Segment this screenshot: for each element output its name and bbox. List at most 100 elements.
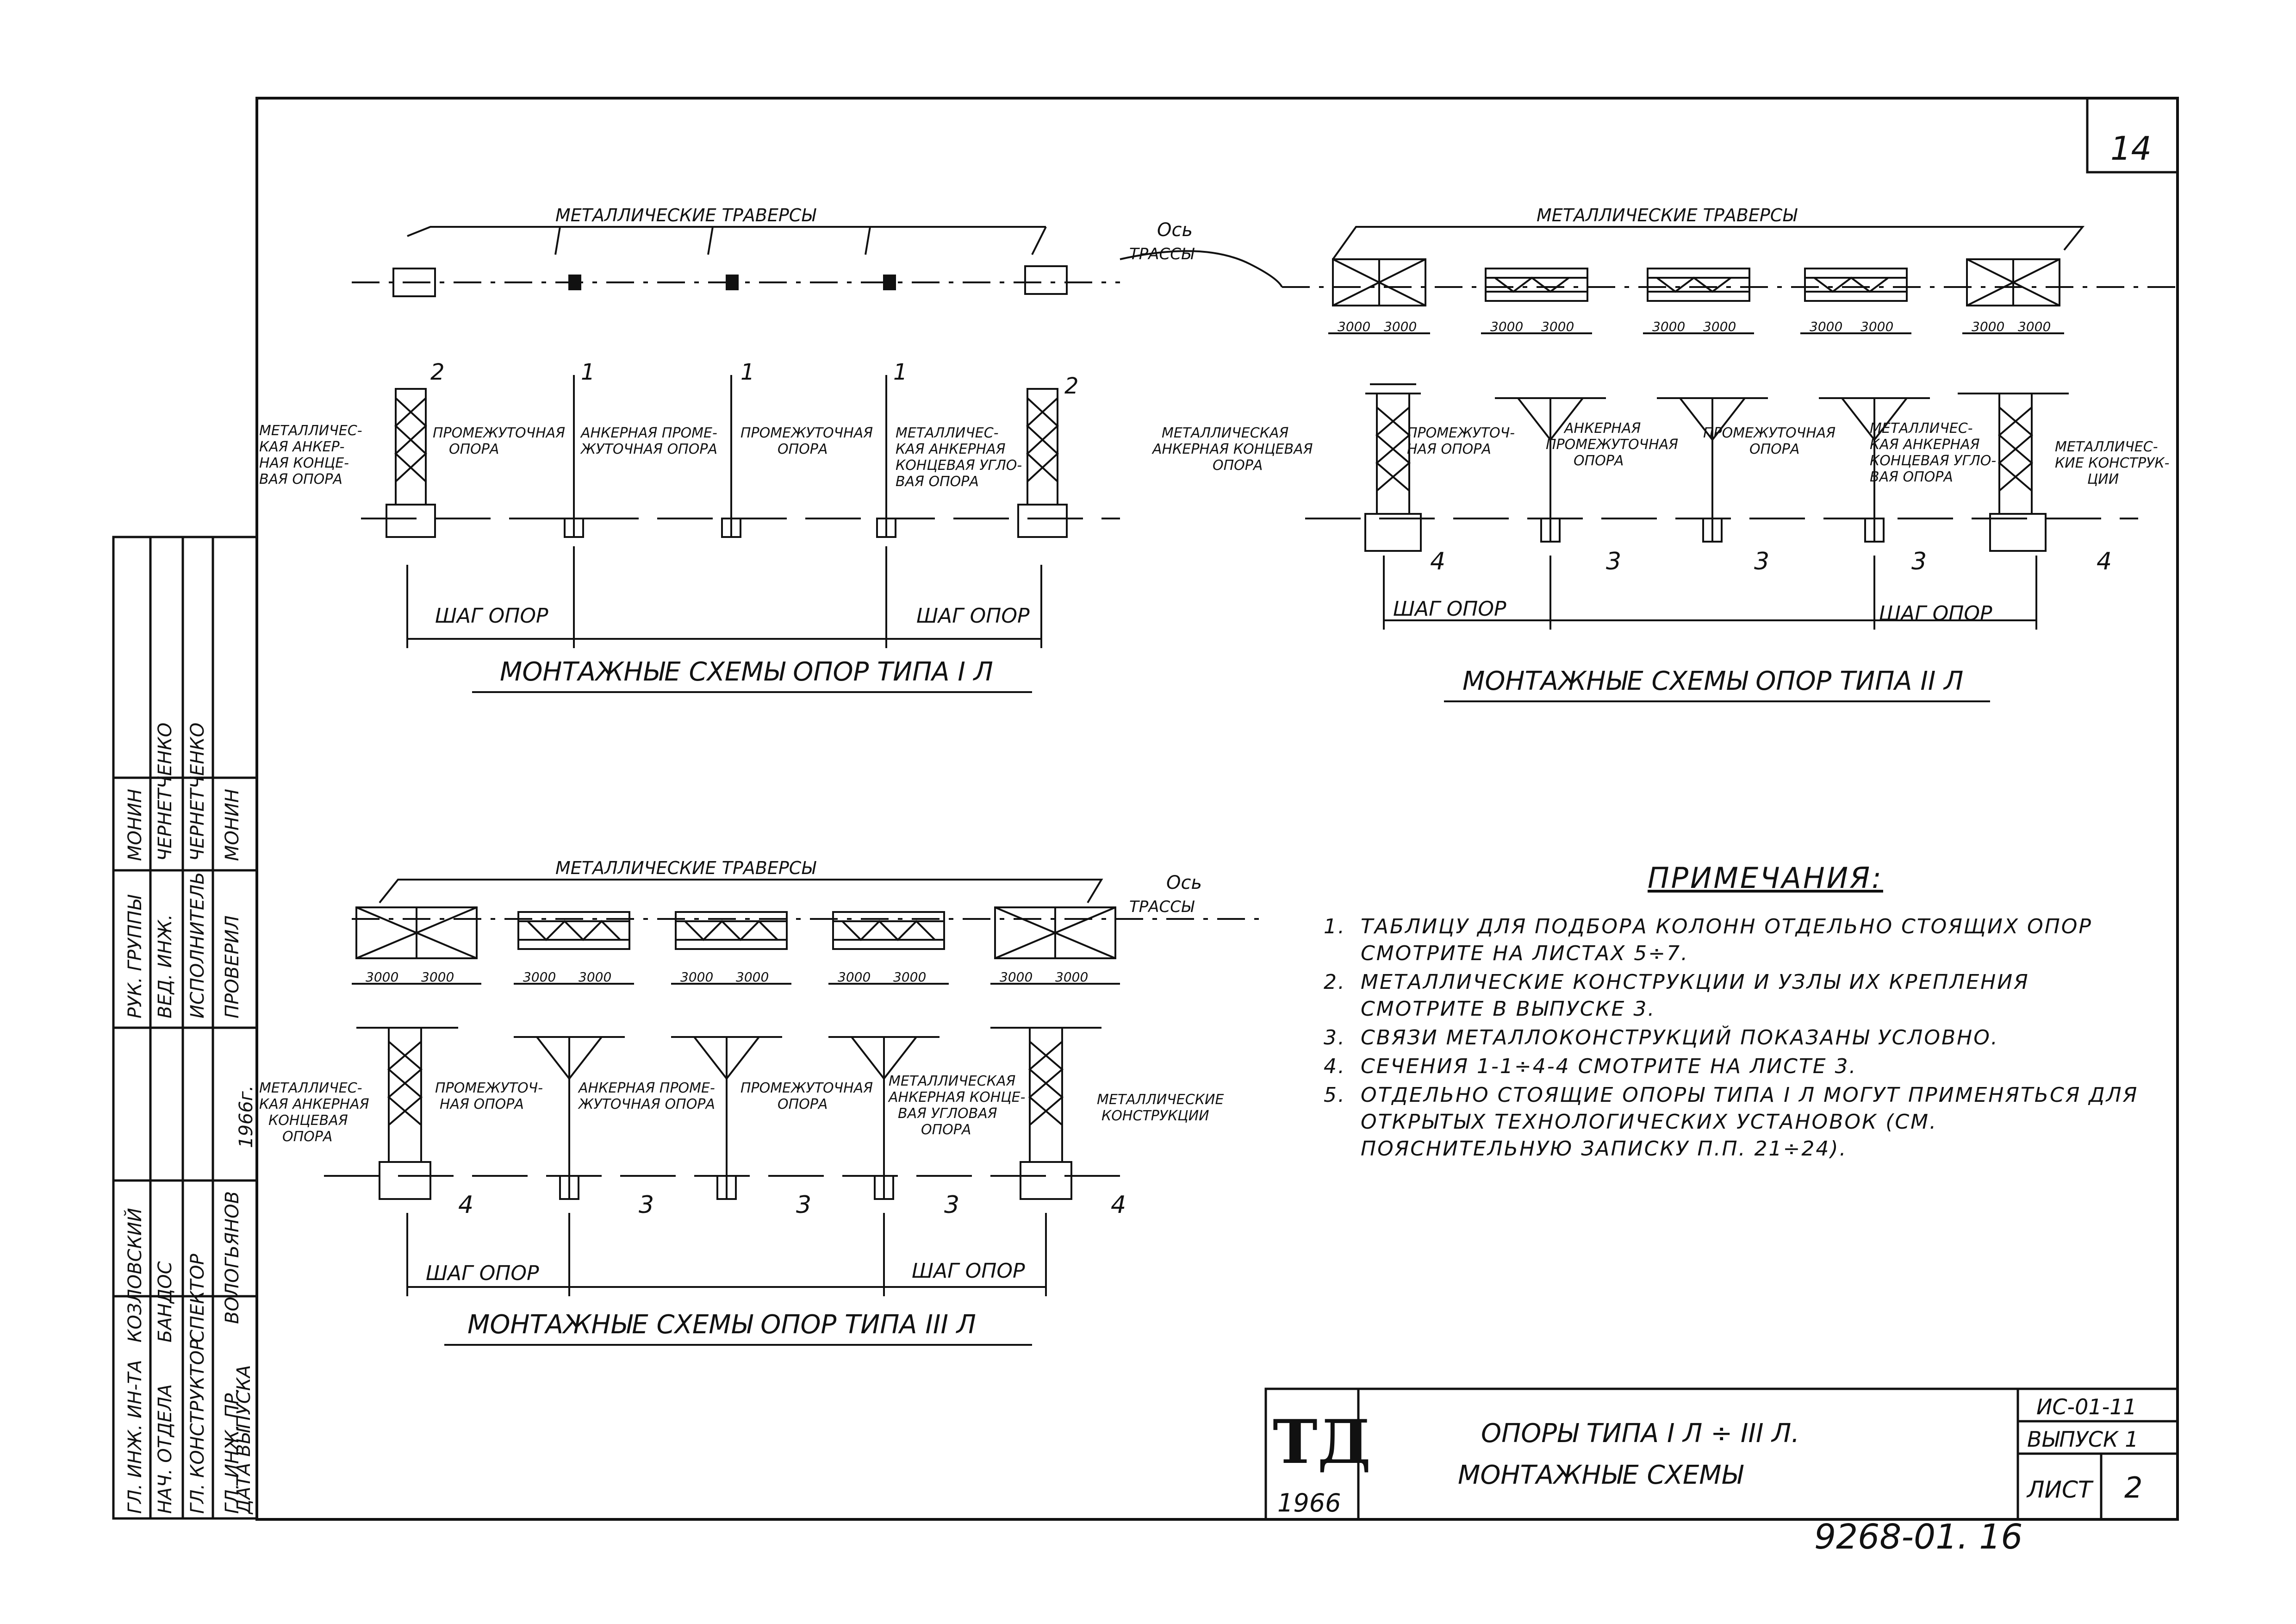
svg-text:ЖУТОЧНАЯ ОПОРА: ЖУТОЧНАЯ ОПОРА <box>578 1096 715 1112</box>
svg-text:ПРОМЕЖУТОЧНАЯ: ПРОМЕЖУТОЧНАЯ <box>1703 425 1836 441</box>
svg-text:ВАЯ УГЛОВАЯ: ВАЯ УГЛОВАЯ <box>898 1106 997 1122</box>
svg-text:3000: 3000 <box>1810 319 1842 334</box>
svg-text:НАЯ КОНЦЕ-: НАЯ КОНЦЕ- <box>259 455 349 471</box>
svg-text:НАЯ ОПОРА: НАЯ ОПОРА <box>440 1096 524 1112</box>
svg-text:ВЕД. ИНЖ.: ВЕД. ИНЖ. <box>155 914 176 1018</box>
svg-text:ОПОРА: ОПОРА <box>778 1096 828 1112</box>
sheet-number: 2 <box>2124 1471 2142 1505</box>
svg-text:3000: 3000 <box>366 969 398 985</box>
svg-text:3000: 3000 <box>1541 319 1574 334</box>
svg-text:3: 3 <box>796 1191 811 1219</box>
svg-text:3000: 3000 <box>680 969 713 985</box>
svg-text:ОПОРА: ОПОРА <box>282 1129 332 1145</box>
svg-text:ГЛ. ИНЖ. ПР.: ГЛ. ИНЖ. ПР. <box>222 1387 243 1514</box>
svg-text:КОНЦЕВАЯ УГЛО-: КОНЦЕВАЯ УГЛО- <box>1870 453 1996 469</box>
svg-text:ПРОМЕЖУТОЧ-: ПРОМЕЖУТОЧ- <box>435 1080 543 1096</box>
svg-text:3: 3 <box>1911 548 1927 575</box>
svg-text:1: 1 <box>893 359 908 385</box>
svg-text:3: 3 <box>1606 548 1621 575</box>
svg-text:НАЯ ОПОРА: НАЯ ОПОРА <box>1407 441 1491 457</box>
svg-text:АНКЕРНАЯ: АНКЕРНАЯ <box>1563 420 1641 437</box>
svg-text:3000: 3000 <box>2018 319 2051 334</box>
title-block <box>1264 1387 2179 1521</box>
logo: ТД <box>1273 1406 1371 1477</box>
svg-text:4: 4 <box>1111 1191 1126 1219</box>
type3-support-labels: МЕТАЛЛИЧЕС- КАЯ АНКЕРНАЯ КОНЦЕВАЯ ОПОРА … <box>259 1073 1224 1145</box>
svg-text:НАЧ. ОТДЕЛА: НАЧ. ОТДЕЛА <box>155 1384 176 1514</box>
svg-text:ГЛ. ИНЖ. ИН-ТА: ГЛ. ИНЖ. ИН-ТА <box>124 1360 146 1514</box>
svg-text:МЕТАЛЛИЧЕС-: МЕТАЛЛИЧЕС- <box>1870 420 1973 437</box>
sheet-label: ЛИСТ <box>2026 1476 2094 1503</box>
svg-text:3000: 3000 <box>1703 319 1736 334</box>
svg-text:4: 4 <box>2097 548 2112 575</box>
svg-text:КАЯ АНКЕР-: КАЯ АНКЕР- <box>259 439 344 455</box>
svg-text:ЖУТОЧНАЯ ОПОРА: ЖУТОЧНАЯ ОПОРА <box>580 441 717 457</box>
svg-text:ПРОВЕРИЛ: ПРОВЕРИЛ <box>222 915 243 1018</box>
svg-text:4: 4 <box>458 1191 473 1219</box>
notes-section: ПРИМЕЧАНИЯ: 1.ТАБЛИЦУ ДЛЯ ПОДБОРА КОЛОНН… <box>1324 861 2157 1164</box>
svg-text:ОПОРА: ОПОРА <box>778 441 828 457</box>
svg-text:2: 2 <box>430 359 445 385</box>
svg-text:КИЕ КОНСТРУК-: КИЕ КОНСТРУК- <box>2055 455 2169 471</box>
svg-text:МОНИН: МОНИН <box>124 789 146 861</box>
type3-section-marks: 4 3 3 3 4 <box>458 1191 1126 1219</box>
svg-text:3000: 3000 <box>1000 969 1033 985</box>
svg-text:ПРОМЕЖУТОЧНАЯ: ПРОМЕЖУТОЧНАЯ <box>740 1080 873 1096</box>
svg-text:МОНИН: МОНИН <box>222 789 243 861</box>
sheet-frame <box>255 97 2179 1521</box>
svg-text:РУК. ГРУППЫ: РУК. ГРУППЫ <box>124 894 146 1018</box>
svg-text:КАЯ АНКЕРНАЯ: КАЯ АНКЕРНАЯ <box>259 1096 369 1112</box>
svg-text:3000: 3000 <box>1338 319 1370 334</box>
svg-text:3000: 3000 <box>736 969 769 985</box>
type2-dimensions: 3000 3000 3000 3000 3000 3000 3000 3000 … <box>1338 319 2051 334</box>
svg-text:БАНДОС: БАНДОС <box>155 1261 176 1343</box>
svg-text:КОНСТРУКЦИИ: КОНСТРУКЦИИ <box>1101 1108 1209 1124</box>
svg-text:ОПОРА: ОПОРА <box>1749 441 1799 457</box>
diagram-type-2 <box>1282 226 2175 630</box>
type3-step-label-right: ШАГ ОПОР <box>912 1259 1025 1283</box>
svg-text:1966г.: 1966г. <box>236 1085 257 1148</box>
type2-caption: МОНТАЖНЫЕ СХЕМЫ ОПОР ТИПА II Л <box>1462 666 1963 696</box>
type1-traverse-label: МЕТАЛЛИЧЕСКИЕ ТРАВЕРСЫ <box>555 205 816 225</box>
svg-text:ДАТА ВЫПУСКА: ДАТА ВЫПУСКА <box>233 1365 255 1515</box>
svg-text:КОНЦЕВАЯ УГЛО-: КОНЦЕВАЯ УГЛО- <box>896 457 1022 474</box>
svg-text:ГЛ. КОНСТРУКТОР: ГЛ. КОНСТРУКТОР <box>187 1339 208 1514</box>
svg-text:ЧЕРНЕТЧЕНКО: ЧЕРНЕТЧЕНКО <box>187 723 208 861</box>
svg-text:3: 3 <box>944 1191 959 1219</box>
svg-text:МЕТАЛЛИЧЕС-: МЕТАЛЛИЧЕС- <box>259 423 362 439</box>
type1-step-label-left: ШАГ ОПОР <box>435 604 548 628</box>
svg-text:АНКЕРНАЯ ПРОМЕ-: АНКЕРНАЯ ПРОМЕ- <box>578 1080 715 1096</box>
svg-text:ПРОМЕЖУТОЧ-: ПРОМЕЖУТОЧ- <box>1407 425 1515 441</box>
svg-text:АНКЕРНАЯ КОНЦЕ-: АНКЕРНАЯ КОНЦЕ- <box>888 1089 1025 1106</box>
svg-text:ИСПОЛНИТЕЛЬ: ИСПОЛНИТЕЛЬ <box>187 872 208 1018</box>
svg-text:ПРОМЕЖУТОЧНАЯ: ПРОМЕЖУТОЧНАЯ <box>1546 437 1678 453</box>
svg-text:МЕТАЛЛИЧЕС-: МЕТАЛЛИЧЕС- <box>896 425 999 441</box>
svg-text:3000: 3000 <box>838 969 871 985</box>
issue-number: ВЫПУСК 1 <box>2027 1427 2139 1452</box>
note-item: 5.ОТДЕЛЬНО СТОЯЩИЕ ОПОРЫ ТИПА I Л МОГУТ … <box>1324 1083 2139 1161</box>
svg-text:1: 1 <box>581 359 595 385</box>
svg-text:ОПОРА: ОПОРА <box>921 1122 971 1138</box>
svg-text:2: 2 <box>1064 373 1079 399</box>
notes-title: ПРИМЕЧАНИЯ: <box>1648 861 1883 895</box>
svg-text:3000: 3000 <box>523 969 556 985</box>
svg-text:ВАЯ ОПОРА: ВАЯ ОПОРА <box>259 471 342 487</box>
type1-section-marks: 2 1 1 1 2 <box>430 359 1079 399</box>
svg-text:ОПОРА: ОПОРА <box>1574 453 1624 469</box>
type1-support-labels: МЕТАЛЛИЧЕС- КАЯ АНКЕР- НАЯ КОНЦЕ- ВАЯ ОП… <box>259 423 1022 490</box>
type2-step-label-left: ШАГ ОПОР <box>1393 597 1506 621</box>
note-item: 1.ТАБЛИЦУ ДЛЯ ПОДБОРА КОЛОНН ОТДЕЛЬНО СТ… <box>1324 915 2092 965</box>
type3-step-label-left: ШАГ ОПОР <box>426 1262 539 1285</box>
type2-section-marks: 4 3 3 3 4 <box>1430 548 2112 575</box>
signature-block <box>112 536 258 1520</box>
type3-caption: МОНТАЖНЫЕ СХЕМЫ ОПОР ТИПА III Л <box>467 1310 976 1340</box>
svg-text:КАЯ АНКЕРНАЯ: КАЯ АНКЕРНАЯ <box>1870 437 1980 453</box>
svg-text:ОПОРА: ОПОРА <box>1213 457 1263 474</box>
svg-text:ПРОМЕЖУТОЧНАЯ: ПРОМЕЖУТОЧНАЯ <box>433 425 565 441</box>
type1-caption: МОНТАЖНЫЕ СХЕМЫ ОПОР ТИПА I Л <box>500 657 993 687</box>
diagram-type-1 <box>352 226 1120 648</box>
svg-text:КАЯ АНКЕРНАЯ: КАЯ АНКЕРНАЯ <box>896 441 1006 457</box>
svg-text:3000: 3000 <box>893 969 926 985</box>
svg-text:3: 3 <box>1754 548 1769 575</box>
svg-text:ВАЯ ОПОРА: ВАЯ ОПОРА <box>1870 469 1953 485</box>
